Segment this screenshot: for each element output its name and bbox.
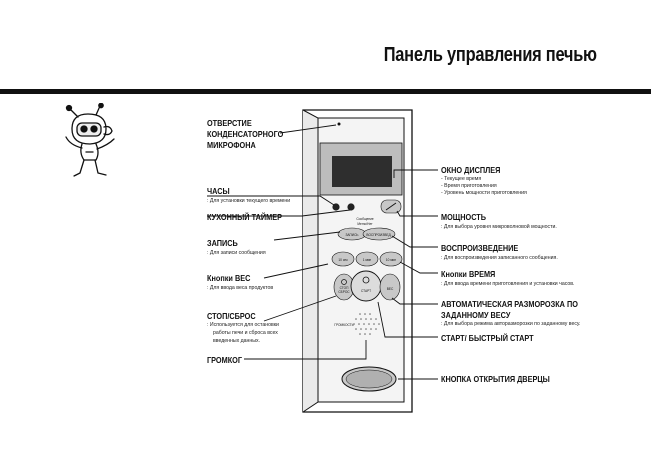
panel-record: ЗАПИСЬ [346, 233, 359, 237]
panel-10s: 10 сек [338, 258, 348, 262]
display-title: ОКНО ДИСПЛЕЯ [441, 165, 501, 175]
stop-desc-2: работы печи и сброса всех [213, 330, 278, 336]
start-title: СТАРТ/ БЫСТРЫЙ СТАРТ [441, 333, 534, 343]
power-icon [385, 202, 397, 211]
power-desc: : Для выбора уровня микроволновой мощнос… [441, 224, 557, 230]
defrost-button[interactable] [379, 273, 401, 301]
panel-10m: 10 мин [386, 258, 396, 262]
panel-message-1: Сообщение [356, 217, 374, 221]
stop-title: СТОП/СБРОС [207, 311, 256, 321]
panel-defrost: ВЕС [387, 287, 394, 291]
panel-play: ВОСПРОИЗВЕД. [366, 233, 391, 237]
display-window [332, 156, 392, 187]
stop-icon [341, 279, 347, 285]
timer-title: КУХОННЫЙ ТАЙМЕР [207, 212, 282, 222]
stop-desc-3: введенных данных. [213, 338, 261, 344]
record-desc: : Для записи сообщения [207, 250, 266, 256]
clock-icon[interactable] [332, 203, 340, 211]
panel-stop-1: СТОП [340, 286, 349, 290]
panel-volume: ГРОМКОСТЬ [334, 323, 353, 327]
power-title: МОЩНОСТЬ [441, 212, 487, 222]
time-desc: : Для ввода времени приготовления и уста… [441, 281, 575, 287]
panel-stop-2: СБРОС [338, 290, 350, 294]
timer-icon[interactable] [347, 203, 355, 211]
defrost-title-2: ЗАДАННОМУ ВЕСУ [441, 310, 511, 320]
time-10s-button[interactable] [331, 251, 355, 267]
display-desc-2: - Время приготовления [441, 183, 497, 189]
time-title: Кнопки ВРЕМЯ [441, 269, 496, 279]
stop-desc-1: : Используется для остановки [207, 322, 279, 328]
mic-title-2: КОНДЕНСАТОРНОГО [207, 129, 284, 139]
panel-message-2: Memo/Нет [357, 222, 373, 226]
microphone-hole [337, 122, 341, 126]
volume-title: ГРОМКОГ [207, 355, 242, 365]
clock-desc: : Для установки текущего времени [207, 198, 291, 204]
display-desc-1: - Текущее время [441, 176, 482, 182]
time-1m-button[interactable] [355, 251, 379, 267]
playback-desc: : Для воспроизведения записанного сообще… [441, 255, 558, 261]
panel-1m: 1 мин [363, 258, 372, 262]
playback-title: ВОСПРОИЗВЕДЕНИЕ [441, 243, 519, 253]
page-title: Панель управления печью [383, 44, 597, 66]
start-icon [362, 276, 370, 284]
record-title: ЗАПИСЬ [207, 238, 238, 248]
weight-title: Кнопки ВЕС [207, 273, 251, 283]
display-desc-3: - Уровень мощности приготовления [441, 190, 527, 196]
mic-title-3: МИКРОФОНА [207, 140, 256, 150]
speaker-grille [353, 313, 380, 335]
play-button[interactable] [362, 227, 396, 241]
clock-title: ЧАСЫ [207, 186, 230, 196]
time-10m-button[interactable] [379, 251, 403, 267]
weight-desc: : Для ввода веса продуктов [207, 285, 274, 291]
mic-title-1: ОТВЕРСТИЕ [207, 118, 252, 128]
robot-mascot-icon [65, 103, 115, 177]
title-rule [0, 89, 651, 94]
defrost-title-1: АВТОМАТИЧЕСКАЯ РАЗМОРОЗКА ПО [441, 299, 578, 309]
door-title: КНОПКА ОТКРЫТИЯ ДВЕРЦЫ [441, 374, 550, 384]
panel-start: СТАРТ [361, 289, 371, 293]
defrost-desc: : Для выбора режима авторазморозки по за… [441, 321, 581, 327]
